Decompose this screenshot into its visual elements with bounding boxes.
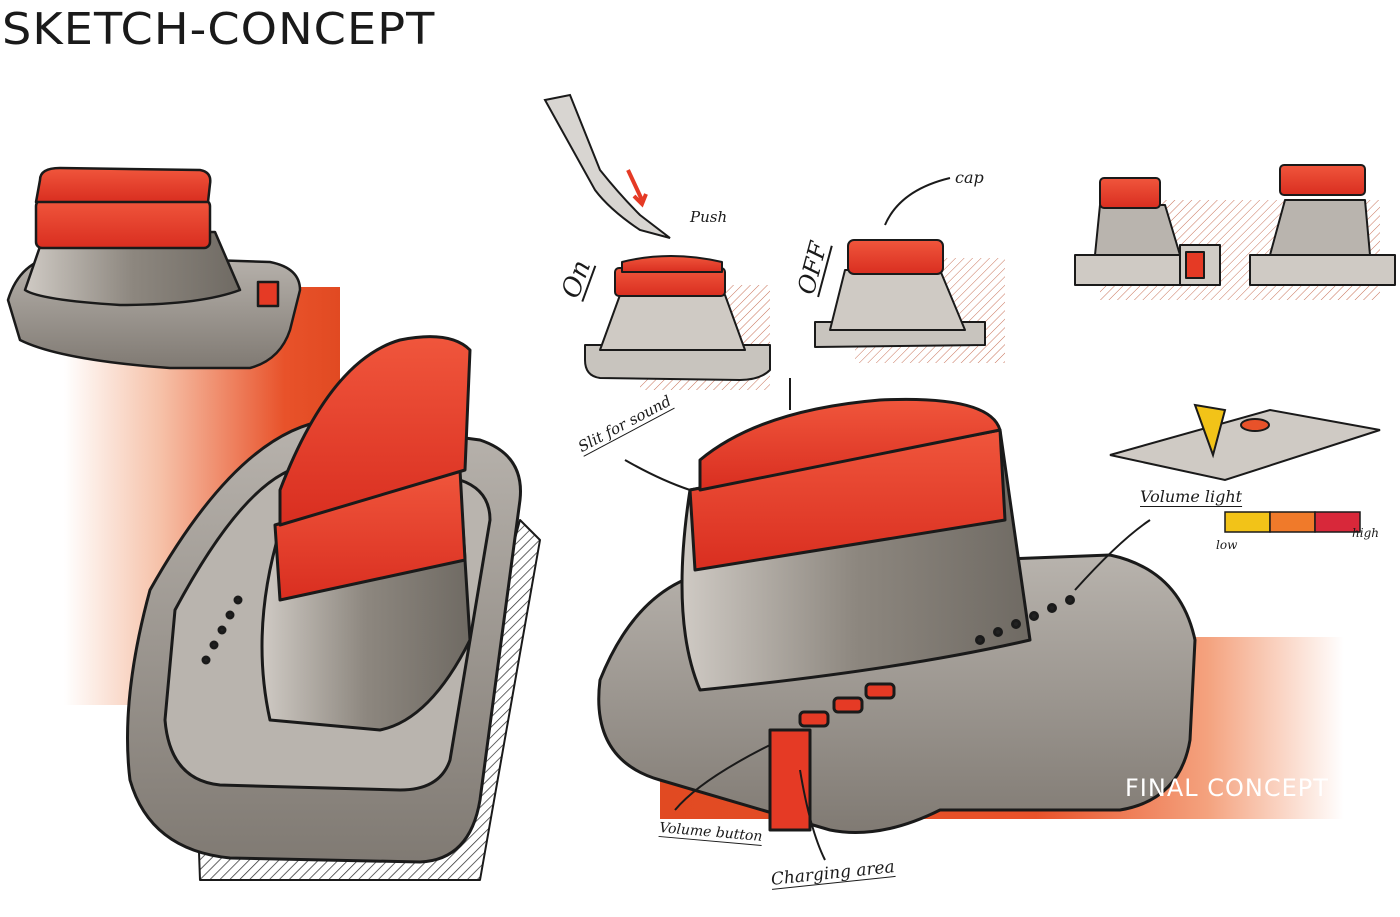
device-sketch-side-view xyxy=(1074,164,1396,300)
device-sketch-off xyxy=(814,239,1005,363)
annotation-arrows xyxy=(624,177,1151,861)
label-push: Push xyxy=(690,208,728,226)
device-sketch-on xyxy=(584,255,771,390)
device-sketch-large xyxy=(126,335,541,881)
label-volume-light: Volume light xyxy=(1140,487,1243,506)
push-arrow-icon xyxy=(626,169,648,208)
volume-level-bar xyxy=(1224,511,1361,533)
device-sketch-small xyxy=(6,166,302,370)
label-final-concept: Final concept xyxy=(1125,774,1329,802)
device-sketch-final xyxy=(597,397,1197,834)
label-high: high xyxy=(1352,526,1379,540)
hand-sketch xyxy=(543,93,671,239)
volume-light-panel xyxy=(1109,403,1381,482)
page-title: sketch-concept xyxy=(2,4,436,55)
label-cap: cap xyxy=(955,168,984,187)
label-low: low xyxy=(1216,538,1238,552)
